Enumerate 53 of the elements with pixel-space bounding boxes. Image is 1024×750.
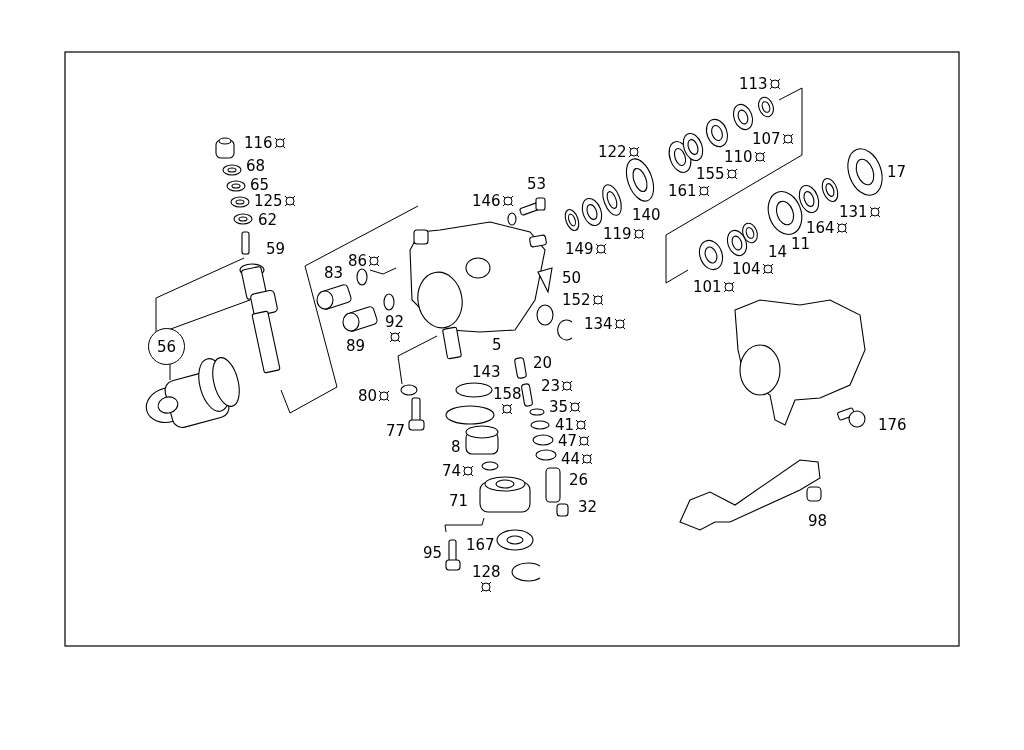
callout-number: 161: [668, 183, 697, 199]
callout-number: 146: [472, 193, 501, 209]
callout-number: 110: [724, 149, 753, 165]
callout-number: 158: [493, 386, 522, 402]
callout-number: 134: [584, 316, 613, 332]
callout-number: 101: [693, 279, 722, 295]
callout-number: 125: [254, 193, 283, 209]
callout-number: 113: [739, 76, 768, 92]
callout-number: 149: [565, 241, 594, 257]
callout-number: 65: [250, 177, 270, 193]
callout-number: 164: [806, 220, 835, 236]
callout-number: 53: [527, 176, 547, 192]
callout-number: 98: [808, 513, 828, 529]
callout-number: 47: [558, 433, 578, 449]
callout-number: 140: [632, 207, 661, 223]
callout-number: 107: [752, 131, 781, 147]
callout-number: 143: [472, 364, 501, 380]
callout-number: 35: [549, 399, 569, 415]
callout-number: 71: [449, 493, 469, 509]
callout-number: 74: [442, 463, 462, 479]
callout-number: 5: [492, 337, 502, 353]
callout-number: 14: [768, 244, 788, 260]
group-callout-circle: 56: [148, 328, 185, 365]
callout-number: 86: [348, 253, 368, 269]
callout-number: 131: [839, 204, 868, 220]
callout-number: 68: [246, 158, 266, 174]
callout-number: 62: [258, 212, 278, 228]
callout-number: 119: [603, 226, 632, 242]
callout-number: 80: [358, 388, 378, 404]
callout-number: 77: [386, 423, 406, 439]
callout-number: 41: [555, 417, 575, 433]
callout-number: 128: [472, 564, 501, 580]
callout-number: 89: [346, 338, 366, 354]
callout-number: 44: [561, 451, 581, 467]
callout-number: 176: [878, 417, 907, 433]
callout-number: 26: [569, 472, 589, 488]
callout-number: 20: [533, 355, 553, 371]
callout-number: 152: [562, 292, 591, 308]
callout-number: 104: [732, 261, 761, 277]
callout-number: 32: [578, 499, 598, 515]
callout-number: 59: [266, 241, 286, 257]
callout-number: 50: [562, 270, 582, 286]
callout-number: 23: [541, 378, 561, 394]
callout-number: 92: [385, 314, 405, 330]
callout-number: 155: [696, 166, 725, 182]
callout-number: 122: [598, 144, 627, 160]
callout-number: 17: [887, 164, 907, 180]
callout-number: 8: [451, 439, 461, 455]
callout-number: 83: [324, 265, 344, 281]
callout-number: 95: [423, 545, 443, 561]
callout-number: 11: [791, 236, 811, 252]
callout-number: 167: [466, 537, 495, 553]
callout-number: 116: [244, 135, 273, 151]
